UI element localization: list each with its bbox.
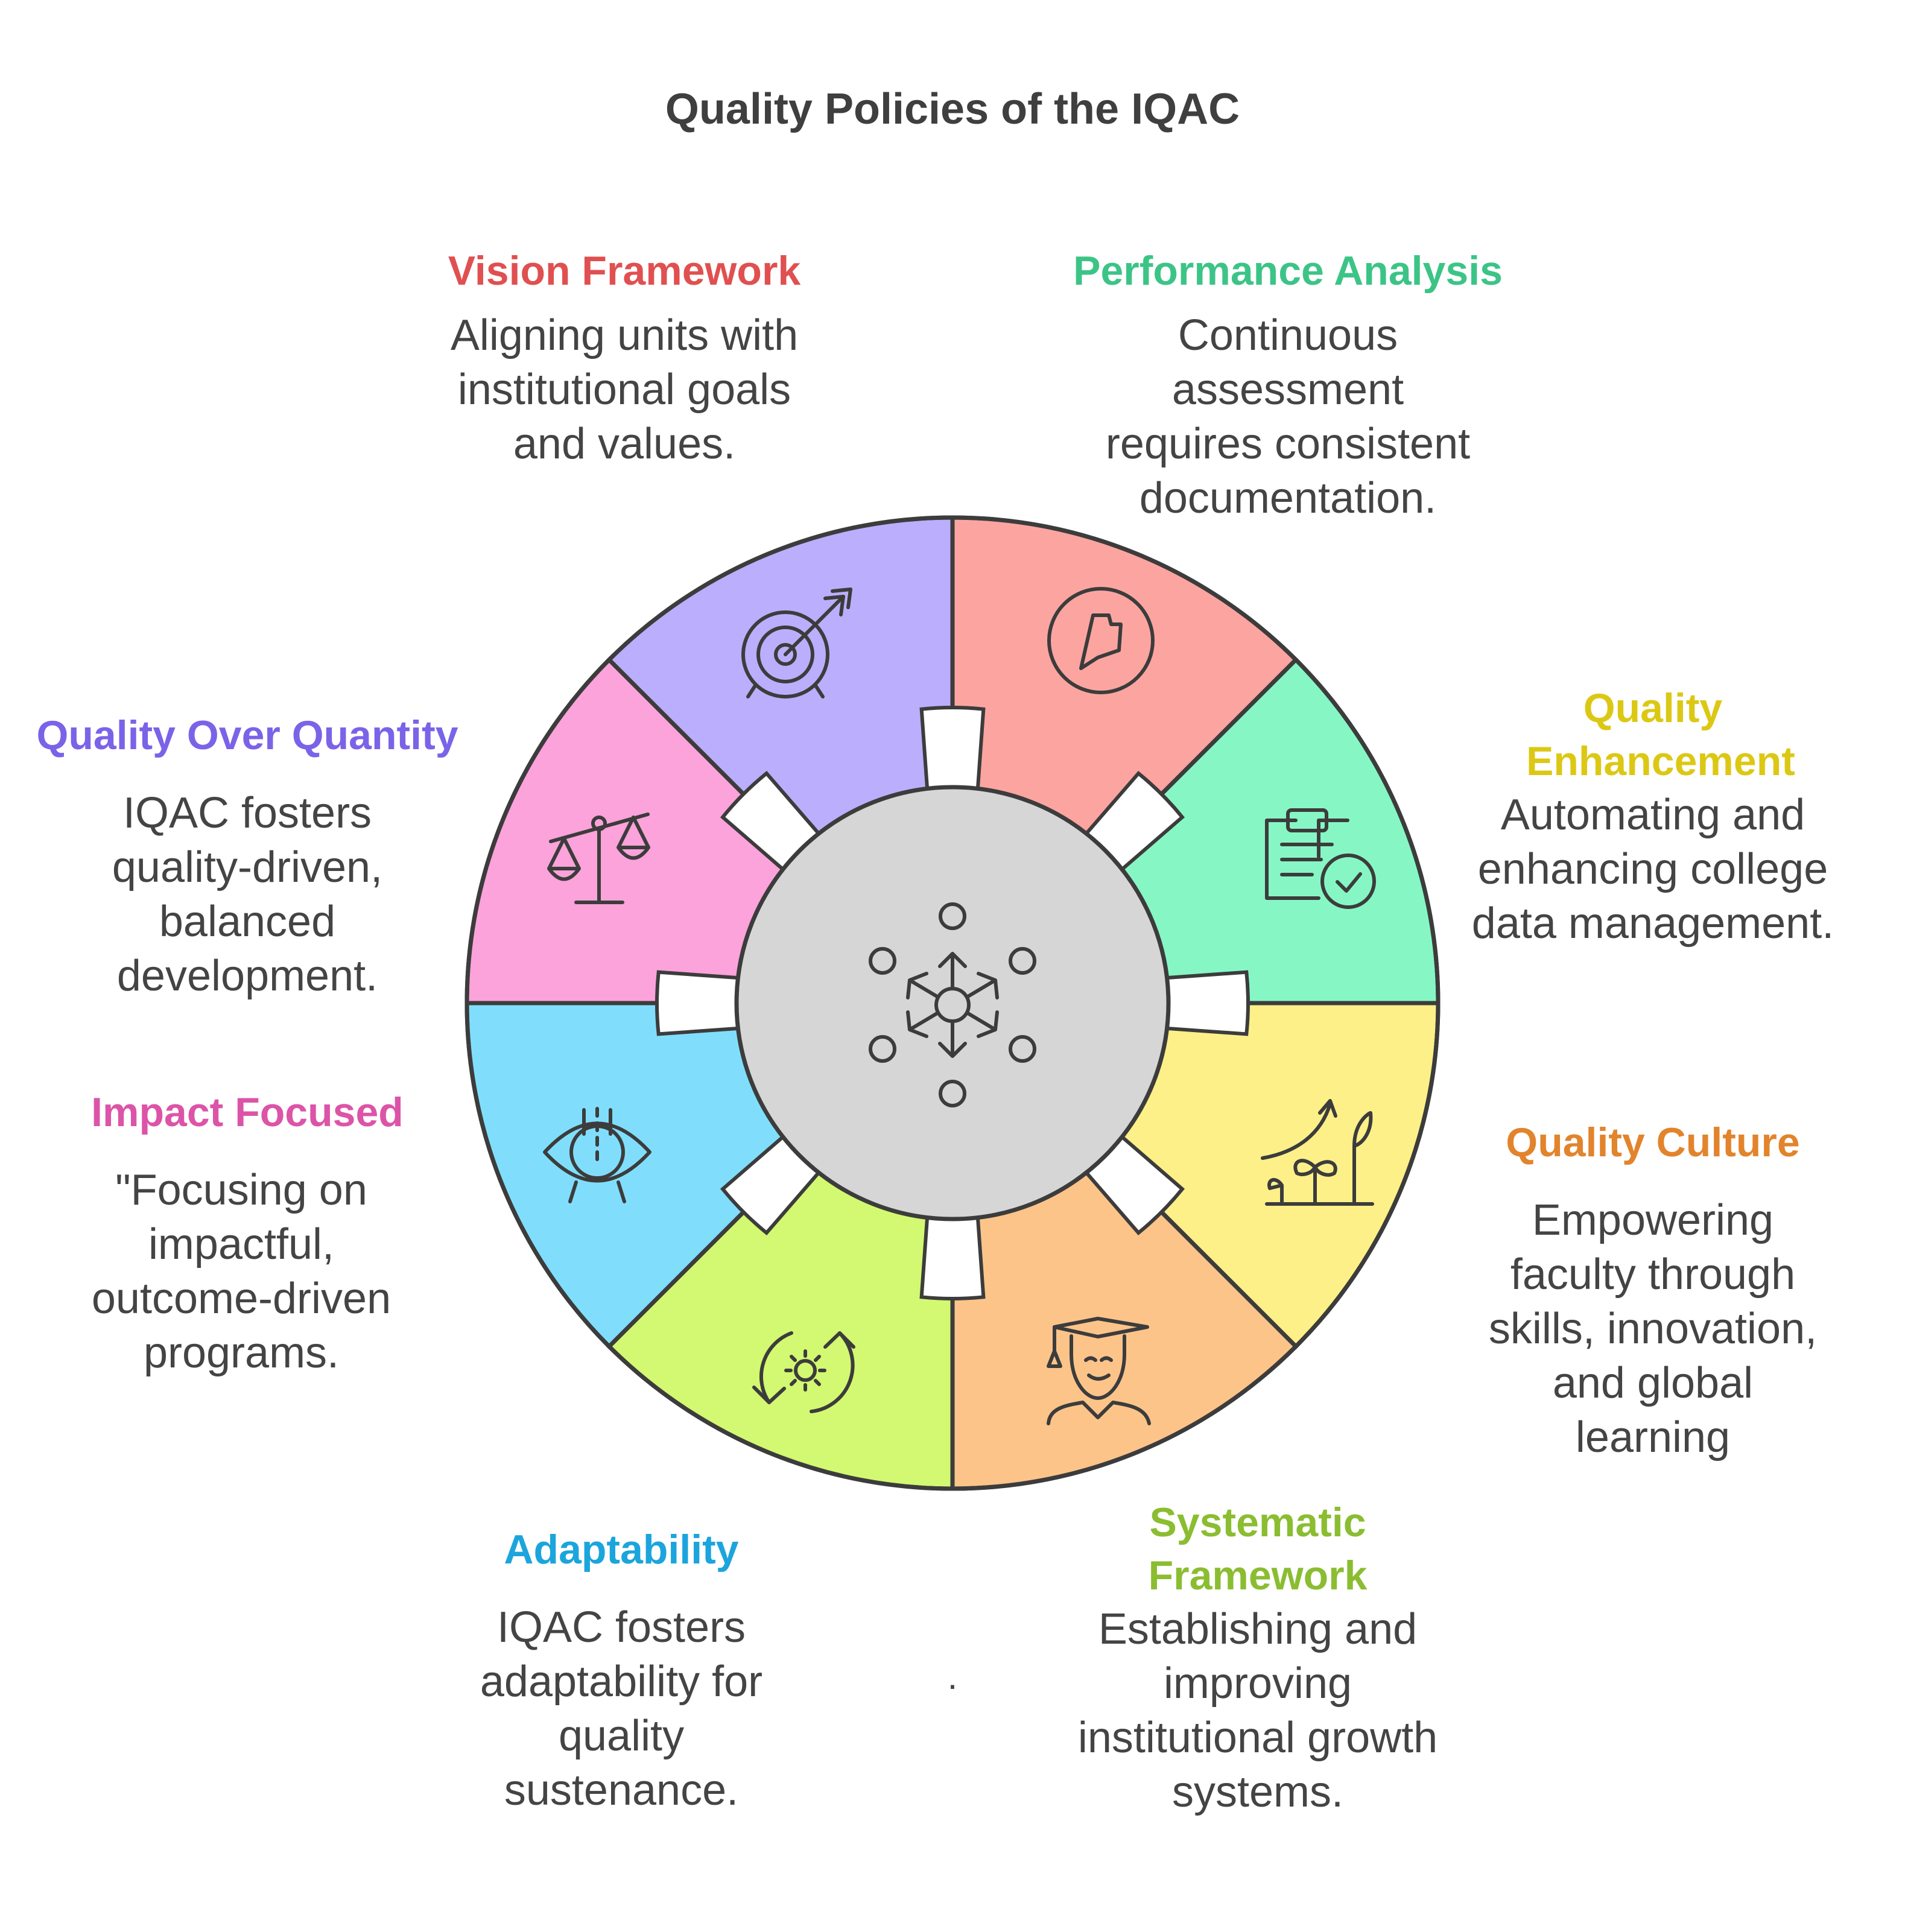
performance-analysis-block: Performance Analysis Continuous assessme… [1053,244,1523,525]
systematic-framework-title: Systematic Framework [1148,1500,1368,1598]
quality-enhancement-title: Quality Enhancement [1526,685,1795,784]
growth-plant-icon [1261,1099,1374,1206]
page-title: Quality Policies of the IQAC [665,85,1240,133]
compass-icon [1047,587,1155,694]
connector-gap [919,1203,986,1300]
quality-over-quantity-description: IQAC fosters quality-driven, balanced de… [112,789,383,1000]
connector-gap [655,970,752,1036]
eye-focus-icon [543,1107,651,1203]
center-hub [734,785,1171,1221]
adaptability-block: Adaptability IQAC fosters adaptability f… [428,1523,814,1817]
gear-cycle-icon [752,1331,855,1413]
vision-framework-block: Vision Framework Aligning units with ins… [407,244,842,471]
connector-gap [919,706,986,803]
network-hub-icon [869,902,1036,1107]
quality-enhancement-description: Automating and enhancing college data ma… [1471,791,1834,948]
impact-focused-block: Impact Focused "Focusing on impactful, o… [48,1086,446,1380]
quality-culture-block: Quality Culture Empowering faculty throu… [1460,1116,1846,1465]
quality-culture-description: Empowering faculty through skills, innov… [1488,1196,1818,1462]
vision-framework-title: Vision Framework [448,248,801,294]
systematic-framework-block: Systematic Framework Establishing and im… [1065,1496,1451,1819]
adaptability-title: Adaptability [504,1527,739,1573]
performance-analysis-title: Performance Analysis [1073,248,1503,294]
adaptability-description: IQAC fosters adaptability for quality su… [480,1603,763,1814]
clipboard-check-icon [1265,808,1376,909]
impact-focused-description: "Focusing on impactful, outcome-driven p… [91,1166,391,1377]
target-icon [741,588,852,698]
systematic-framework-description: Establishing and improving institutional… [1077,1605,1438,1816]
balance-scale-icon [547,812,650,904]
graduate-icon [1047,1317,1151,1425]
quality-culture-title: Quality Culture [1506,1120,1800,1165]
connector-gap [1153,970,1250,1036]
quality-over-quantity-block: Quality Over Quantity IQAC fosters quali… [24,709,471,1003]
stray-dot: . [948,1656,958,1697]
impact-focused-title: Impact Focused [91,1089,404,1135]
performance-analysis-description: Continuous assessment requires consisten… [1105,311,1471,522]
wheel-outline [464,515,1441,1491]
vision-framework-description: Aligning units with institutional goals … [450,311,799,468]
quality-enhancement-block: Quality Enhancement Automating and enhan… [1460,682,1846,951]
quality-over-quantity-title: Quality Over Quantity [36,712,458,758]
